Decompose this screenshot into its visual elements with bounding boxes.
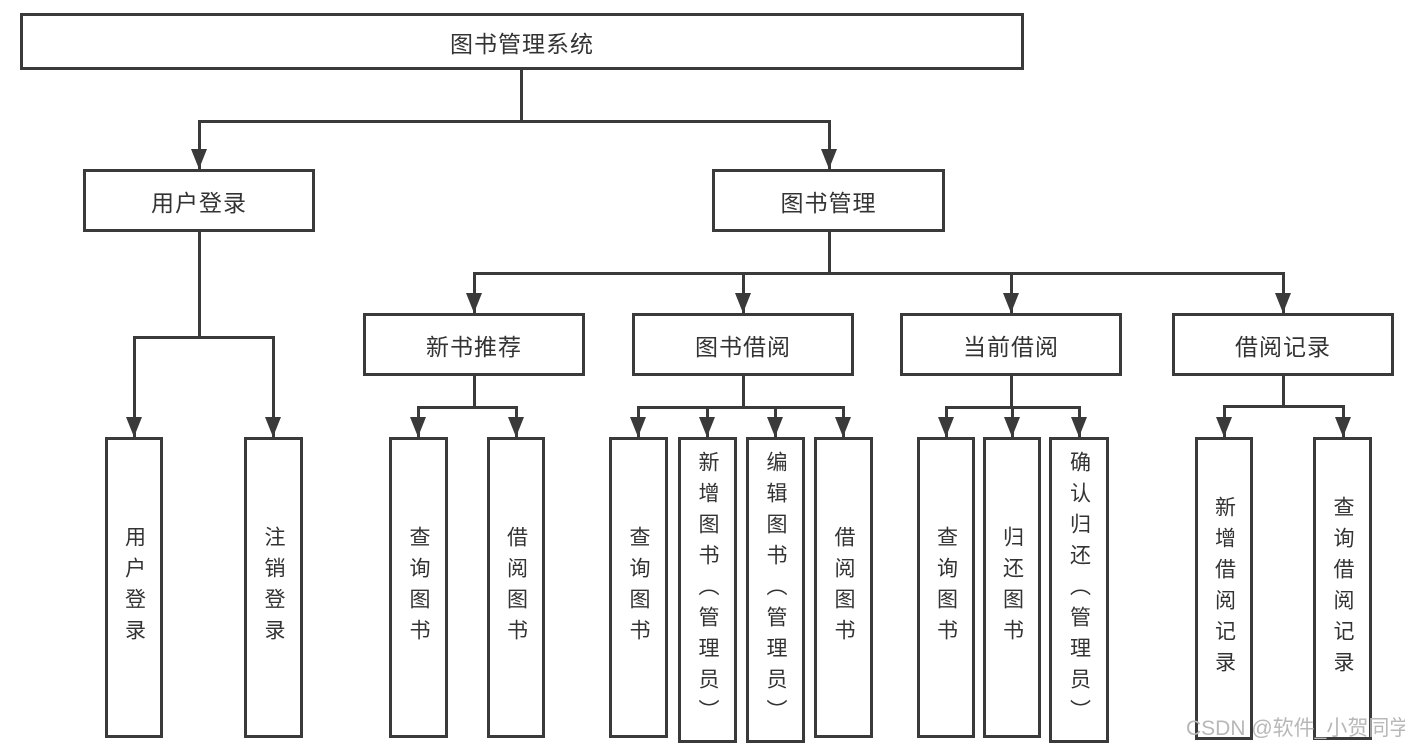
node-book-management: 图书管理 bbox=[712, 169, 945, 232]
arrow-down-icon bbox=[1003, 293, 1019, 313]
leaf-label: 借阅图书 bbox=[504, 525, 528, 650]
arrow-down-icon bbox=[821, 149, 837, 169]
leaf-label: 查询图书 bbox=[407, 525, 430, 650]
leaf-add-borrow-record: 新增借阅记录 bbox=[1195, 437, 1253, 740]
node-label: 用户登录 bbox=[151, 189, 247, 216]
leaf-query-books-current: 查询图书 bbox=[917, 437, 975, 738]
leaf-confirm-return-admin: 确认归还（管理员） bbox=[1049, 437, 1109, 743]
connector-line bbox=[473, 376, 476, 406]
node-label: 借阅记录 bbox=[1235, 333, 1331, 360]
leaf-user-login: 用户登录 bbox=[105, 437, 163, 738]
leaf-return-books: 归还图书 bbox=[983, 437, 1041, 738]
connector-line bbox=[133, 336, 136, 437]
arrow-down-icon bbox=[1275, 293, 1291, 313]
connector-line bbox=[1282, 272, 1285, 313]
node-new-book-recommend: 新书推荐 bbox=[363, 313, 585, 376]
node-label: 图书借阅 bbox=[695, 333, 791, 360]
connector-line bbox=[473, 272, 1285, 275]
arrow-down-icon bbox=[1071, 417, 1087, 437]
leaf-query-borrow-record: 查询借阅记录 bbox=[1313, 437, 1372, 740]
node-user-login: 用户登录 bbox=[83, 169, 315, 232]
arrow-down-icon bbox=[265, 417, 281, 437]
arrow-down-icon bbox=[630, 417, 646, 437]
leaf-label: 确认归还（管理员） bbox=[1067, 450, 1091, 730]
connector-line bbox=[198, 232, 201, 336]
arrow-down-icon bbox=[735, 293, 751, 313]
connector-line bbox=[1282, 376, 1285, 405]
leaf-query-books-borrowing: 查询图书 bbox=[609, 437, 668, 738]
arrow-down-icon bbox=[1216, 417, 1232, 437]
connector-line bbox=[133, 336, 275, 339]
node-label: 图书管理系统 bbox=[450, 30, 594, 57]
arrow-down-icon bbox=[938, 417, 954, 437]
connector-line bbox=[1010, 376, 1013, 406]
arrow-down-icon bbox=[767, 417, 783, 437]
arrow-down-icon bbox=[1335, 417, 1351, 437]
connector-line bbox=[1010, 272, 1013, 313]
node-label: 当前借阅 bbox=[963, 333, 1059, 360]
arrow-down-icon bbox=[410, 417, 426, 437]
node-borrow-records: 借阅记录 bbox=[1172, 313, 1394, 376]
arrow-down-icon bbox=[835, 417, 851, 437]
leaf-label: 归还图书 bbox=[1000, 525, 1024, 650]
node-book-borrowing: 图书借阅 bbox=[632, 313, 854, 376]
leaf-label: 查询借阅记录 bbox=[1331, 495, 1354, 682]
leaf-label: 新增借阅记录 bbox=[1212, 495, 1236, 682]
connector-line bbox=[272, 336, 275, 437]
connector-line bbox=[828, 120, 831, 169]
connector-line bbox=[742, 376, 745, 406]
arrow-down-icon bbox=[126, 417, 142, 437]
leaf-edit-book-admin: 编辑图书（管理员） bbox=[746, 437, 805, 743]
connector-line bbox=[828, 232, 831, 272]
leaf-label: 借阅图书 bbox=[832, 525, 855, 650]
node-current-borrowing: 当前借阅 bbox=[900, 313, 1122, 376]
leaf-label: 注销登录 bbox=[262, 525, 285, 650]
leaf-borrow-books-recommend: 借阅图书 bbox=[487, 437, 545, 738]
leaf-logout: 注销登录 bbox=[244, 437, 303, 738]
leaf-label: 编辑图书（管理员） bbox=[764, 450, 787, 730]
connector-line bbox=[742, 272, 745, 313]
arrow-down-icon bbox=[1004, 417, 1020, 437]
node-label: 图书管理 bbox=[780, 189, 877, 216]
node-system-root: 图书管理系统 bbox=[20, 13, 1024, 70]
arrow-down-icon bbox=[191, 149, 207, 169]
connector-line bbox=[1223, 405, 1345, 408]
connector-line bbox=[473, 272, 476, 313]
leaf-borrow-books: 借阅图书 bbox=[814, 437, 873, 738]
csdn-watermark: CSDN @软件_小贺同学 bbox=[1186, 717, 1405, 740]
leaf-label: 查询图书 bbox=[934, 525, 958, 650]
leaf-label: 查询图书 bbox=[627, 525, 650, 650]
arrow-down-icon bbox=[466, 293, 482, 313]
leaf-add-book-admin: 新增图书（管理员） bbox=[678, 437, 737, 743]
leaf-query-books-recommend: 查询图书 bbox=[389, 437, 448, 738]
leaf-label: 用户登录 bbox=[122, 525, 146, 650]
node-label: 新书推荐 bbox=[426, 333, 522, 360]
connector-line bbox=[520, 70, 523, 120]
connector-line bbox=[198, 120, 831, 123]
connector-line bbox=[198, 120, 201, 169]
leaf-label: 新增图书（管理员） bbox=[696, 450, 719, 730]
arrow-down-icon bbox=[699, 417, 715, 437]
arrow-down-icon bbox=[508, 417, 524, 437]
connector-line bbox=[637, 406, 845, 409]
connector-line bbox=[417, 406, 518, 409]
